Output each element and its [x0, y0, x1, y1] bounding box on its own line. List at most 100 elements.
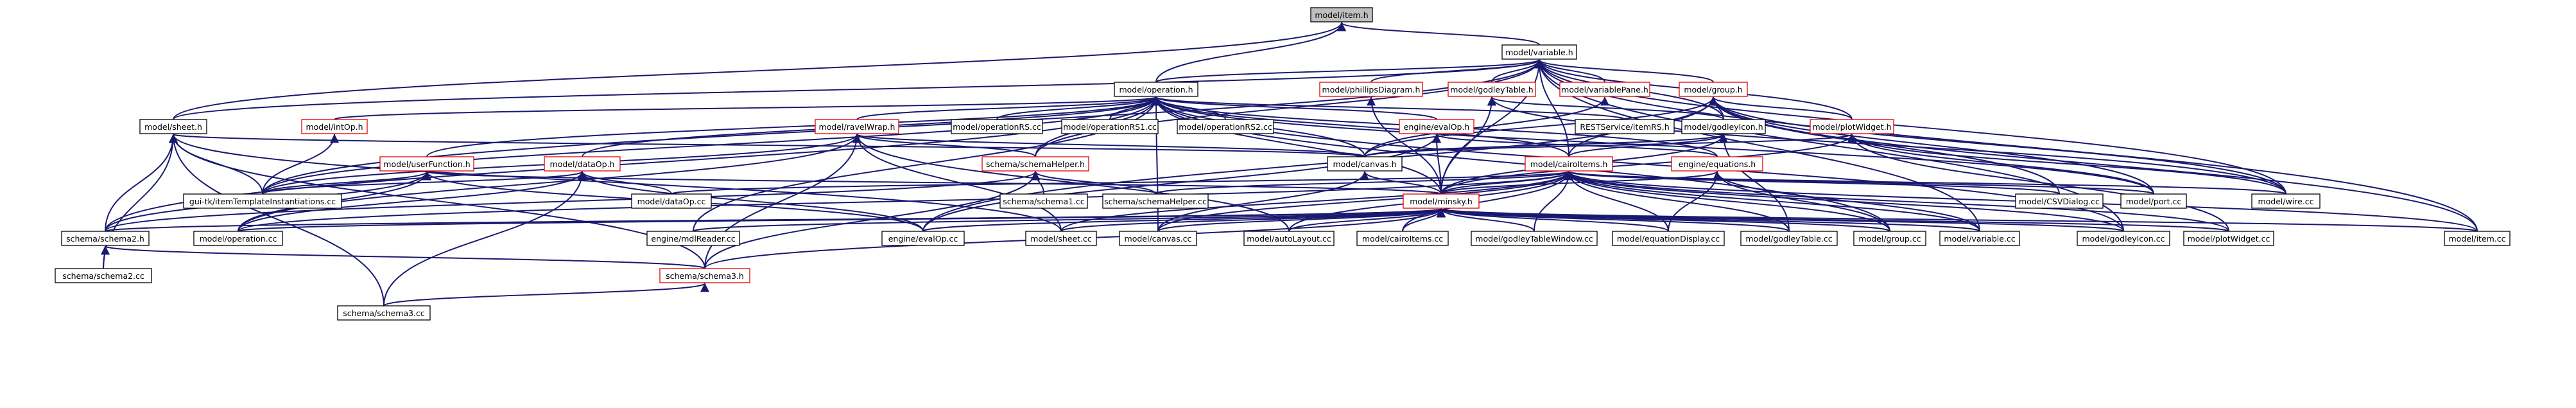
node-label: model/equationDisplay.cc — [1617, 234, 1720, 244]
include-edge — [1364, 96, 1609, 157]
node-label: engine/mdlReader.cc — [651, 234, 735, 244]
node-box — [544, 156, 621, 172]
node-box — [379, 156, 474, 172]
node-label: model/plotWidget.h — [1812, 122, 1891, 132]
node-label: model/dataOp.h — [550, 159, 615, 169]
node-box — [1810, 119, 1894, 134]
file-node-model-intop-h[interactable]: model/intOp.h — [301, 119, 368, 134]
node-box — [1448, 82, 1536, 97]
include-edge — [426, 96, 1161, 157]
file-node-engine-evalop-h[interactable]: engine/evalOp.h — [1399, 119, 1474, 134]
file-node-schema-schema2-h[interactable]: schema/schema2.h — [61, 231, 150, 246]
file-node-model-variable-h[interactable]: model/variable.h — [1501, 44, 1577, 60]
node-box — [1681, 119, 1766, 134]
file-node-schema-schema2-cc[interactable]: schema/schema2.cc — [55, 268, 152, 283]
file-node-model-autolayout-cc[interactable]: model/autoLayout.cc — [1243, 231, 1335, 246]
file-node-model-sheet-cc[interactable]: model/sheet.cc — [1025, 231, 1097, 246]
node-box — [1102, 193, 1209, 209]
node-box — [1501, 44, 1577, 60]
file-node-model-canvas-cc[interactable]: model/canvas.cc — [1119, 231, 1197, 246]
file-node-schema-schemahelper-cc[interactable]: schema/schemaHelper.cc — [1102, 193, 1209, 209]
file-node-model-group-h[interactable]: model/group.h — [1679, 82, 1748, 97]
node-label: model/plotWidget.cc — [2188, 234, 2270, 244]
file-node-model-variable-cc[interactable]: model/variable.cc — [1939, 231, 2020, 246]
file-node-model-cairoitems-cc[interactable]: model/cairoItems.cc — [1356, 231, 1449, 246]
file-node-engine-equations-h[interactable]: engine/equations.h — [1671, 156, 1763, 172]
file-node-engine-mdlreader-cc[interactable]: engine/mdlReader.cc — [646, 231, 740, 246]
node-label: model/phillipsDiagram.h — [1322, 85, 1421, 94]
file-node-model-item-h[interactable]: model/item.h — [1310, 7, 1373, 22]
file-node-model-item-cc[interactable]: model/item.cc — [2444, 231, 2511, 246]
include-edge — [100, 245, 110, 269]
file-node-model-operationrs-cc[interactable]: model/operationRS.cc — [951, 119, 1043, 134]
file-node-model-plotwidget-h[interactable]: model/plotWidget.h — [1810, 119, 1894, 134]
node-box — [1559, 82, 1650, 97]
file-node-model-plotwidget-cc[interactable]: model/plotWidget.cc — [2183, 231, 2274, 246]
node-label: schema/schemaHelper.cc — [1104, 197, 1207, 206]
file-node-model-wire-cc[interactable]: model/wire.cc — [2251, 193, 2321, 209]
node-box — [1740, 231, 1838, 246]
file-node-schema-schema1-cc[interactable]: schema/schema1.cc — [999, 193, 1088, 209]
file-node-model-ravelwrap-h[interactable]: model/ravelWrap.h — [815, 119, 899, 134]
node-label: model/canvas.cc — [1125, 234, 1192, 244]
file-node-schema-schemahelper-h[interactable]: schema/schemaHelper.h — [981, 156, 1089, 172]
file-node-model-godleyicon-cc[interactable]: model/godleyIcon.cc — [2077, 231, 2170, 246]
file-node-model-godleytable-h[interactable]: model/godleyTable.h — [1448, 82, 1536, 97]
include-edge — [1060, 208, 1446, 232]
file-node-engine-evalop-cc[interactable]: engine/evalOp.cc — [881, 231, 965, 246]
node-box — [55, 268, 152, 283]
node-label: model/autoLayout.cc — [1247, 234, 1331, 244]
node-label: model/cairoItems.cc — [1362, 234, 1443, 244]
file-node-model-operationrs2-cc[interactable]: model/operationRS2.cc — [1177, 119, 1274, 134]
include-edge — [101, 245, 705, 269]
node-label: model/operation.cc — [200, 234, 277, 244]
file-node-restservice-itemrs-h[interactable]: RESTService/itemRS.h — [1575, 119, 1675, 134]
include-edge — [169, 134, 1062, 232]
file-node-model-operationrs1-cc[interactable]: model/operationRS1.cc — [1061, 119, 1159, 134]
node-label: model/variable.h — [1505, 48, 1573, 57]
file-node-schema-schema3-h[interactable]: schema/schema3.h — [659, 268, 750, 283]
file-node-model-canvas-h[interactable]: model/canvas.h — [1327, 156, 1403, 172]
file-node-model-godleytablewindow-cc[interactable]: model/godleyTableWindow.cc — [1471, 231, 1598, 246]
node-box — [2015, 193, 2104, 209]
node-box — [1471, 231, 1598, 246]
node-box — [999, 193, 1088, 209]
include-edge — [383, 283, 709, 306]
include-edge — [1364, 134, 1728, 157]
file-node-model-sheet-h[interactable]: model/sheet.h — [139, 119, 207, 134]
file-node-model-operation-h[interactable]: model/operation.h — [1114, 82, 1198, 97]
include-edge — [173, 59, 1544, 120]
file-node-model-csvdialog-cc[interactable]: model/CSVDialog.cc — [2015, 193, 2104, 209]
include-edge — [1847, 134, 2154, 195]
file-node-model-minsky-h[interactable]: model/minsky.h — [1403, 193, 1480, 209]
node-label: schema/schema2.cc — [62, 271, 144, 281]
file-node-model-userfunction-h[interactable]: model/userFunction.h — [379, 156, 474, 172]
file-node-model-godleytable-cc[interactable]: model/godleyTable.cc — [1740, 231, 1838, 246]
node-box — [139, 119, 207, 134]
file-node-model-variablepane-h[interactable]: model/variablePane.h — [1559, 82, 1650, 97]
node-box — [1853, 231, 1926, 246]
include-edge — [1437, 208, 1669, 232]
include-edge — [693, 208, 1446, 232]
file-node-model-dataop-cc[interactable]: model/dataOp.cc — [631, 193, 712, 209]
node-label: model/operationRS1.cc — [1063, 122, 1157, 132]
include-edge — [173, 22, 1346, 120]
file-node-model-equationdisplay-cc[interactable]: model/equationDisplay.cc — [1612, 231, 1725, 246]
node-label: schema/schema2.h — [66, 234, 144, 244]
include-edge — [1432, 134, 1718, 157]
file-node-model-cairoitems-h[interactable]: model/cairoItems.h — [1525, 156, 1613, 172]
file-node-model-godleyicon-h[interactable]: model/godleyIcon.h — [1681, 119, 1766, 134]
file-node-model-phillipsdiagram-h[interactable]: model/phillipsDiagram.h — [1319, 82, 1423, 97]
file-node-model-port-cc[interactable]: model/port.cc — [2120, 193, 2187, 209]
file-node-model-group-cc[interactable]: model/group.cc — [1853, 231, 1926, 246]
file-node-model-dataop-h[interactable]: model/dataOp.h — [544, 156, 621, 172]
include-edge — [578, 171, 672, 195]
file-node-schema-schema3-cc[interactable]: schema/schema3.cc — [337, 305, 431, 321]
include-edge — [1709, 96, 1853, 120]
node-label: model/item.h — [1315, 10, 1368, 20]
file-node-model-operation-cc[interactable]: model/operation.cc — [193, 231, 283, 246]
include-edge — [1155, 22, 1346, 83]
node-box — [631, 193, 712, 209]
node-box — [1177, 119, 1274, 134]
file-node-gui-tk-itemtemplateinstantiations-cc[interactable]: gui-tk/itemTemplateInstantiations.cc — [183, 193, 342, 209]
